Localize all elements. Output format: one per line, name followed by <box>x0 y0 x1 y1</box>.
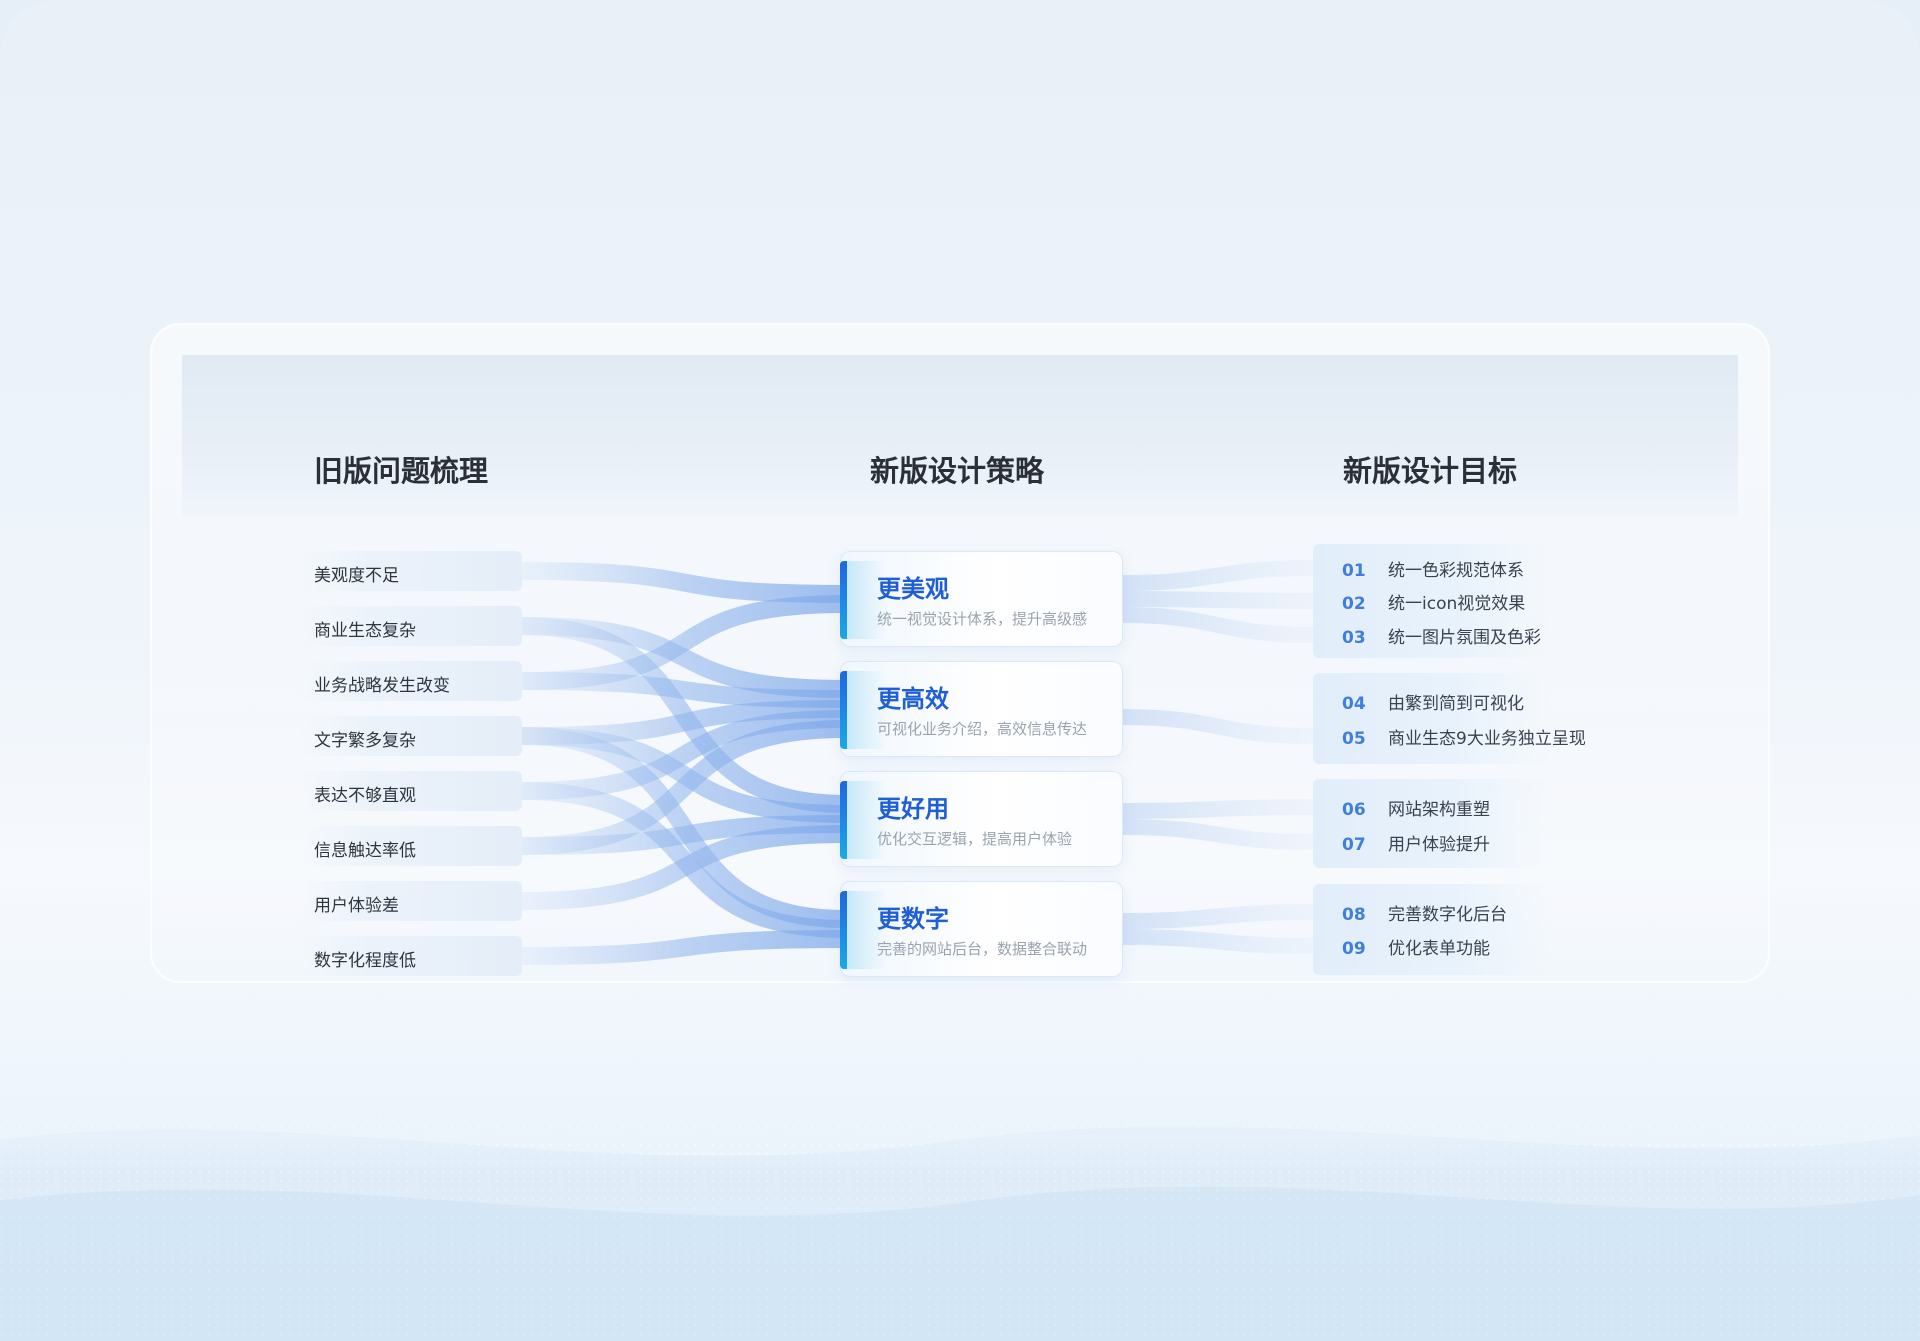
goal-number: 05 <box>1342 729 1366 749</box>
goal-text: 由繁到简到可视化 <box>1388 694 1524 714</box>
goal-text: 统一色彩规范体系 <box>1388 561 1524 581</box>
goal-text: 用户体验提升 <box>1388 835 1490 855</box>
problem-item: 文字繁多复杂 <box>300 716 522 756</box>
strategy-accent-bar <box>840 781 847 859</box>
goal-text: 统一图片氛围及色彩 <box>1388 628 1541 648</box>
strategy-title: 更数字 <box>877 905 949 933</box>
strategy-description: 统一视觉设计体系，提升高级感 <box>877 610 1088 628</box>
strategy-description: 完善的网站后台，数据整合联动 <box>877 940 1088 958</box>
goal-item: 09 优化表单功能 <box>1342 934 1490 959</box>
strategy-accent-bar <box>840 671 847 749</box>
problem-label: 文字繁多复杂 <box>314 731 416 751</box>
goal-number: 07 <box>1342 835 1366 855</box>
problem-item: 商业生态复杂 <box>300 606 522 646</box>
goal-item: 01 统一色彩规范体系 <box>1342 556 1524 581</box>
strategy-description: 优化交互逻辑，提高用户体验 <box>877 830 1073 848</box>
goal-number: 09 <box>1342 939 1366 959</box>
goal-group <box>1313 544 1550 658</box>
strategy-title: 更美观 <box>877 575 949 603</box>
strategy-card: 更好用 优化交互逻辑，提高用户体验 <box>840 771 1123 867</box>
goal-item: 07 用户体验提升 <box>1342 830 1490 855</box>
problem-item: 美观度不足 <box>300 551 522 591</box>
panel-header-band <box>182 355 1738 517</box>
goal-item: 06 网站架构重塑 <box>1342 795 1490 820</box>
strategy-column-title: 新版设计策略 <box>870 454 1045 488</box>
goal-group <box>1313 673 1550 764</box>
goal-text: 统一icon视觉效果 <box>1388 594 1526 614</box>
problem-label: 业务战略发生改变 <box>314 676 450 696</box>
problems-column-title: 旧版问题梳理 <box>314 454 489 488</box>
strategy-title: 更高效 <box>877 685 949 713</box>
goal-item: 05 商业生态9大业务独立呈现 <box>1342 724 1586 749</box>
goal-number: 03 <box>1342 628 1366 648</box>
strategy-card: 更美观 统一视觉设计体系，提升高级感 <box>840 551 1123 647</box>
problem-label: 商业生态复杂 <box>314 621 416 641</box>
goal-text: 商业生态9大业务独立呈现 <box>1388 729 1586 749</box>
strategy-accent-glow <box>847 781 887 859</box>
goal-number: 08 <box>1342 905 1366 925</box>
goal-item: 03 统一图片氛围及色彩 <box>1342 623 1541 648</box>
strategy-accent-glow <box>847 671 887 749</box>
problem-item: 信息触达率低 <box>300 826 522 866</box>
goal-text: 网站架构重塑 <box>1388 800 1490 820</box>
strategy-description: 可视化业务介绍，高效信息传达 <box>877 720 1088 738</box>
strategy-accent-glow <box>847 891 887 969</box>
goal-text: 优化表单功能 <box>1388 939 1490 959</box>
strategy-accent-glow <box>847 561 887 639</box>
strategy-title: 更好用 <box>877 795 949 823</box>
problem-item: 用户体验差 <box>300 881 522 921</box>
strategy-accent-bar <box>840 561 847 639</box>
problem-label: 表达不够直观 <box>314 786 416 806</box>
goal-group <box>1313 884 1550 975</box>
goal-item: 08 完善数字化后台 <box>1342 900 1507 925</box>
goal-number: 01 <box>1342 561 1366 581</box>
goals-column-title: 新版设计目标 <box>1343 454 1518 488</box>
problem-item: 数字化程度低 <box>300 936 522 976</box>
goal-number: 02 <box>1342 594 1366 614</box>
goal-group <box>1313 779 1550 868</box>
goal-item: 02 统一icon视觉效果 <box>1342 589 1526 614</box>
problem-item: 表达不够直观 <box>300 771 522 811</box>
strategy-card: 更高效 可视化业务介绍，高效信息传达 <box>840 661 1123 757</box>
goal-item: 04 由繁到简到可视化 <box>1342 689 1524 714</box>
problem-item: 业务战略发生改变 <box>300 661 522 701</box>
goal-number: 06 <box>1342 800 1366 820</box>
problem-label: 信息触达率低 <box>314 841 416 861</box>
problem-label: 数字化程度低 <box>314 951 416 971</box>
goal-text: 完善数字化后台 <box>1388 905 1507 925</box>
strategy-accent-bar <box>840 891 847 969</box>
strategy-card: 更数字 完善的网站后台，数据整合联动 <box>840 881 1123 977</box>
goal-number: 04 <box>1342 694 1366 714</box>
problem-label: 用户体验差 <box>314 896 399 916</box>
problem-label: 美观度不足 <box>314 566 399 586</box>
